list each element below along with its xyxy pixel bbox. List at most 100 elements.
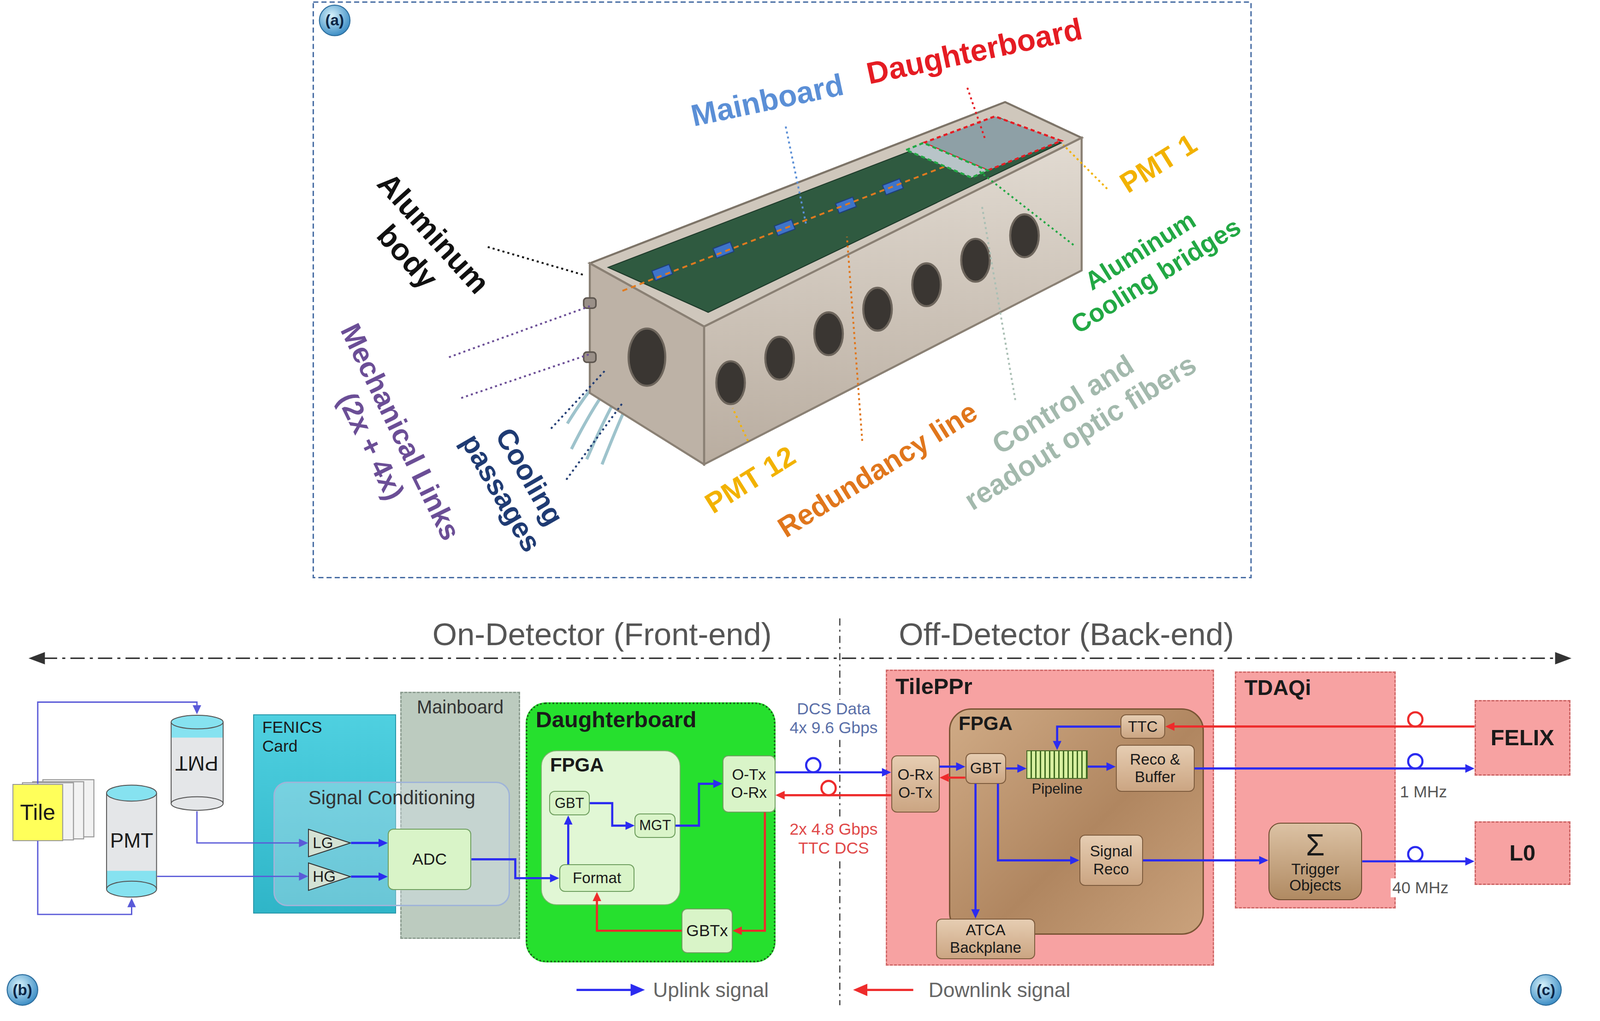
node-label: O-Rx O-Tx [894, 765, 937, 801]
section-arrow [28, 618, 1572, 1006]
connector-line [1173, 725, 1475, 728]
board-box: DaughterboardFPGA GBT MGT Format O-Tx O-RxGB… [525, 702, 776, 963]
connector-line [1362, 859, 1467, 863]
process-box: GBT [549, 790, 591, 816]
node-label: O-Tx O-Rx [728, 765, 770, 801]
connector-line [37, 702, 197, 784]
arrowhead [775, 790, 785, 800]
legend-label: Uplink signal [652, 977, 769, 1002]
connector [1362, 847, 1475, 866]
part-name: Daughterboard [830, 4, 1118, 99]
node-label: ATCA Backplane [939, 921, 1032, 957]
tile-box: Tile [12, 783, 64, 842]
arrowhead [713, 779, 723, 789]
mechanical-links [583, 297, 597, 362]
panel-badge: (c) [1525, 981, 1567, 999]
drawer-illustration [567, 101, 1082, 465]
arrowhead [298, 871, 309, 881]
pipeline-stripes [1026, 750, 1088, 779]
node-label: L0 [1509, 840, 1536, 866]
connector-line [157, 875, 301, 878]
sum-block: ΣTrigger Objects [1268, 822, 1363, 901]
fiber-loop [1408, 711, 1423, 727]
connector [775, 780, 892, 800]
node-label: Format [572, 869, 622, 887]
process-box: TTC [1120, 714, 1166, 739]
connector-line [471, 859, 552, 878]
connector-line [939, 765, 958, 768]
section-heading: Off-Detector (Back-end) [852, 616, 1281, 653]
part-name: Mechanical Links (2x + 4x) [303, 316, 469, 562]
fiber-loop [1408, 847, 1423, 862]
cooling-bridge [906, 142, 988, 178]
part-name: Cooling passages [443, 393, 588, 577]
node-label: MGT [639, 817, 671, 834]
connector-line [350, 841, 380, 845]
connector [1006, 764, 1027, 773]
connector-line [974, 783, 977, 911]
node-label: Pipeline [1031, 780, 1083, 798]
connector [997, 783, 1080, 865]
node-label: FENICS Card [262, 717, 339, 756]
amplifier-triangle: LG [308, 828, 351, 858]
fiber-loop [1408, 753, 1423, 769]
crate-box: TDAQiΣTrigger Objects [1234, 671, 1397, 908]
process-box: GBTx [681, 908, 733, 954]
connector-line [589, 803, 627, 826]
process-box: ADC [387, 828, 472, 890]
connector [589, 803, 635, 830]
panel-badge: (b) [1, 981, 43, 999]
panel-badges [6, 5, 1561, 1006]
arrowhead [127, 897, 137, 907]
node-label: GBT [970, 759, 1002, 777]
connector [350, 872, 388, 882]
arrowhead [298, 838, 309, 848]
connector [971, 783, 980, 919]
connector [675, 779, 723, 826]
connector [157, 871, 309, 881]
node-label: FPGA [958, 712, 1195, 735]
connector [1194, 753, 1475, 773]
node-label: TTC [1127, 717, 1158, 736]
process-box: Signal Reco [1079, 834, 1144, 886]
arrowhead [956, 762, 966, 771]
connector-line [597, 899, 682, 931]
part-name: Aluminum body [339, 160, 502, 329]
fiber-loop [805, 758, 821, 773]
arrowhead [625, 821, 635, 830]
process-box: ATCA Backplane [936, 918, 1036, 960]
connector [563, 815, 573, 865]
process-box: Format [559, 864, 635, 892]
node-label: FPGA [550, 753, 672, 777]
arrowhead [1052, 740, 1062, 751]
part-name: Aluminum Cooling bridges [1039, 180, 1257, 347]
connector-line [196, 811, 301, 843]
node-label: HG [312, 867, 336, 886]
pmt-windows [628, 214, 1039, 405]
connector [939, 773, 966, 783]
arrowhead [192, 705, 202, 715]
node-label: ADC [412, 849, 447, 869]
connector-line [997, 783, 1072, 861]
connector [1087, 762, 1116, 771]
arrowhead [1465, 856, 1475, 866]
connector [37, 702, 202, 784]
group-box: Signal ConditioningLG HG ADC [273, 781, 510, 907]
connector [350, 838, 388, 848]
pipeline-block: Pipeline [1026, 750, 1088, 806]
arrowhead [563, 815, 573, 825]
connector-line [37, 841, 132, 915]
panel-badge: (a) [314, 11, 356, 30]
connector-line [783, 794, 892, 797]
connector-line [350, 875, 380, 878]
section-heading: On-Detector (Front-end) [387, 616, 817, 653]
node-label: TDAQi [1244, 675, 1387, 700]
node-label: Daughterboard [535, 706, 766, 733]
pmt-cylinder: PMT [170, 714, 224, 812]
node-label: Trigger Objects [1274, 861, 1357, 894]
node-label: Signal Conditioning [274, 786, 509, 809]
arrowhead [1017, 764, 1027, 773]
arrowhead [1106, 762, 1116, 771]
connector [592, 891, 682, 931]
connector [1052, 726, 1121, 751]
